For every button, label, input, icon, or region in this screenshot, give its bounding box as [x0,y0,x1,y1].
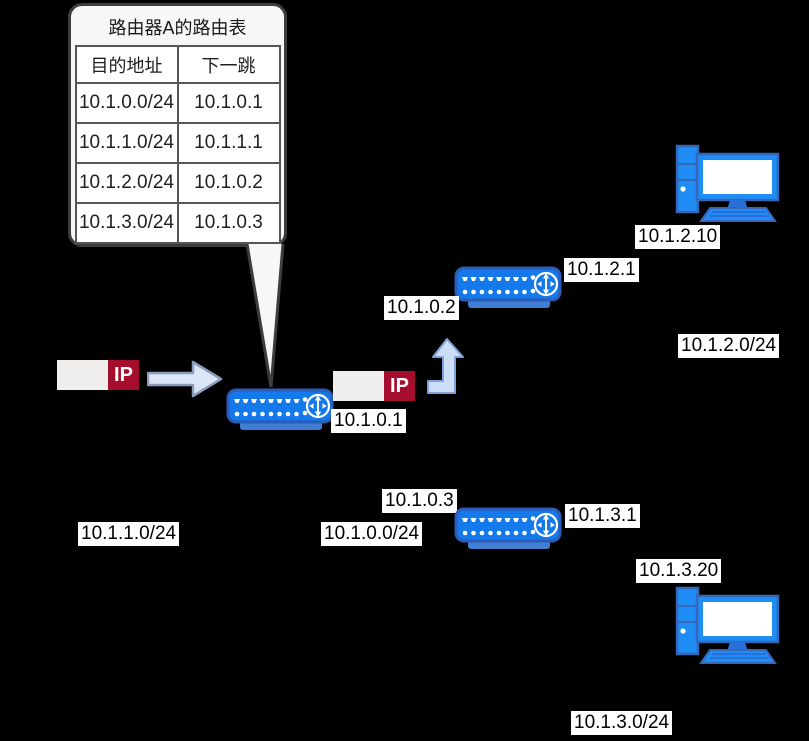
cell-next-hop: 10.1.0.3 [176,202,281,244]
cell-destination: 10.1.2.0/24 [74,162,179,204]
network-label-10-1-3: 10.1.3.0/24 [571,711,673,735]
table-row: 10.1.2.0/24 10.1.0.2 [74,162,281,204]
cell-destination: 10.1.1.0/24 [74,122,179,164]
arrow-up-bent-icon [427,338,464,394]
ip-header-label: IP [384,371,415,401]
col-header-destination: 目的地址 [74,45,179,84]
computer-icon [675,144,780,222]
router-b-left-address-label: 10.1.0.2 [384,296,459,320]
packet-payload [57,360,108,390]
pc-bottom-address-label: 10.1.3.20 [636,559,722,583]
table-row: 10.1.3.0/24 10.1.0.3 [74,202,281,244]
cell-destination: 10.1.0.0/24 [74,82,179,124]
table-row: 10.1.1.0/24 10.1.1.1 [74,122,281,164]
pc-top-address-label: 10.1.2.10 [635,225,721,249]
router-c-right-address-label: 10.1.3.1 [565,504,640,528]
callout-tail [245,244,285,388]
routing-table: 目的地址 下一跳 10.1.0.0/24 10.1.0.1 10.1.1.0/2… [74,45,281,244]
router-a-address-label: 10.1.0.1 [331,409,406,433]
ip-packet-left: IP [57,360,139,390]
table-row: 10.1.0.0/24 10.1.0.1 [74,82,281,124]
ip-header-label: IP [108,360,139,390]
router-b-right-address-label: 10.1.2.1 [564,258,639,282]
network-label-10-1-1: 10.1.1.0/24 [78,522,180,546]
table-header-row: 目的地址 下一跳 [74,45,281,84]
arrow-right-icon [147,360,223,398]
network-label-10-1-0: 10.1.0.0/24 [321,522,423,546]
router-icon [454,507,562,549]
packet-payload [333,371,384,401]
routing-table-callout: 路由器A的路由表 目的地址 下一跳 10.1.0.0/24 10.1.0.1 1… [68,3,287,247]
computer-icon [675,586,780,664]
cell-next-hop: 10.1.0.1 [176,82,281,124]
col-header-next-hop: 下一跳 [176,45,281,84]
cell-next-hop: 10.1.0.2 [176,162,281,204]
router-icon [226,388,334,430]
ip-packet-middle: IP [333,371,415,401]
network-label-10-1-2: 10.1.2.0/24 [678,334,780,358]
cell-destination: 10.1.3.0/24 [74,202,179,244]
callout-title: 路由器A的路由表 [108,18,247,38]
router-c-left-address-label: 10.1.0.3 [382,489,457,513]
cell-next-hop: 10.1.1.1 [176,122,281,164]
router-icon [454,266,562,308]
